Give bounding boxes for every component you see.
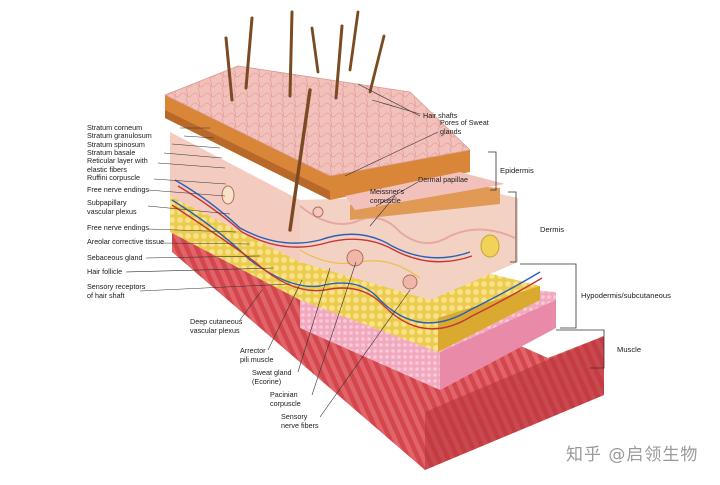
label-stratum-basale: Stratum basale [87,148,136,157]
label-pacinian: Pacinian corpuscle [270,390,301,408]
label-hair-shafts: Hair shafts [423,111,458,120]
label-sensory-receptors: Sensory receptors of hair shaft [87,282,146,300]
watermark-text: 知乎 @启领生物 [566,445,699,465]
label-hypodermis: Hypodermis/subcutaneous [581,291,671,300]
label-stratum-corneum: Stratum corneum [87,123,143,132]
epidermis-surface [164,65,505,210]
blood-vessels [171,179,543,330]
label-dermal-papillae: Dermal papillae [418,175,468,184]
label-subpapillary-plexus: Subpapillary vascular plexus [87,198,137,216]
label-free-nerve-endings-2: Free nerve endings [87,223,149,232]
hair-shafts [224,10,386,232]
epidermis-sides [165,95,500,220]
label-ruffini-corpuscle: Ruffini corpuscle [87,173,141,182]
label-pores: Pores of Sweat glands [440,118,489,136]
label-sebaceous-gland: Sebaceous gland [87,253,143,262]
leader-lines [125,83,439,418]
layer-brackets [488,151,605,369]
label-deep-plexus: Deep cutaneous vascular plexus [190,317,243,335]
label-sweat-gland: Sweat gland (Ecorine) [252,368,292,386]
label-reticular-layer: Reticular layer with elastic fibers [87,156,148,174]
glands-and-corpuscles [221,185,500,290]
label-areolar-tissue: Areolar corrective tissue [87,237,165,246]
label-arrector-pili: Arrector pili muscle [240,346,274,364]
label-sensory-fibers: Sensory nerve fibers [281,412,319,430]
label-meissner: Meissner's corpuscle [370,187,405,205]
label-free-nerve-endings-1: Free nerve endings [87,185,149,194]
label-stratum-spinosum: Stratum spinosum [87,140,145,149]
dermis-layer [170,132,518,300]
label-epidermis: Epidermis [500,166,534,175]
label-stratum-granulosum: Stratum granulosum [87,131,152,140]
label-hair-follicle: Hair follicle [87,267,123,276]
label-dermis: Dermis [540,225,565,234]
label-muscle: Muscle [617,345,642,354]
